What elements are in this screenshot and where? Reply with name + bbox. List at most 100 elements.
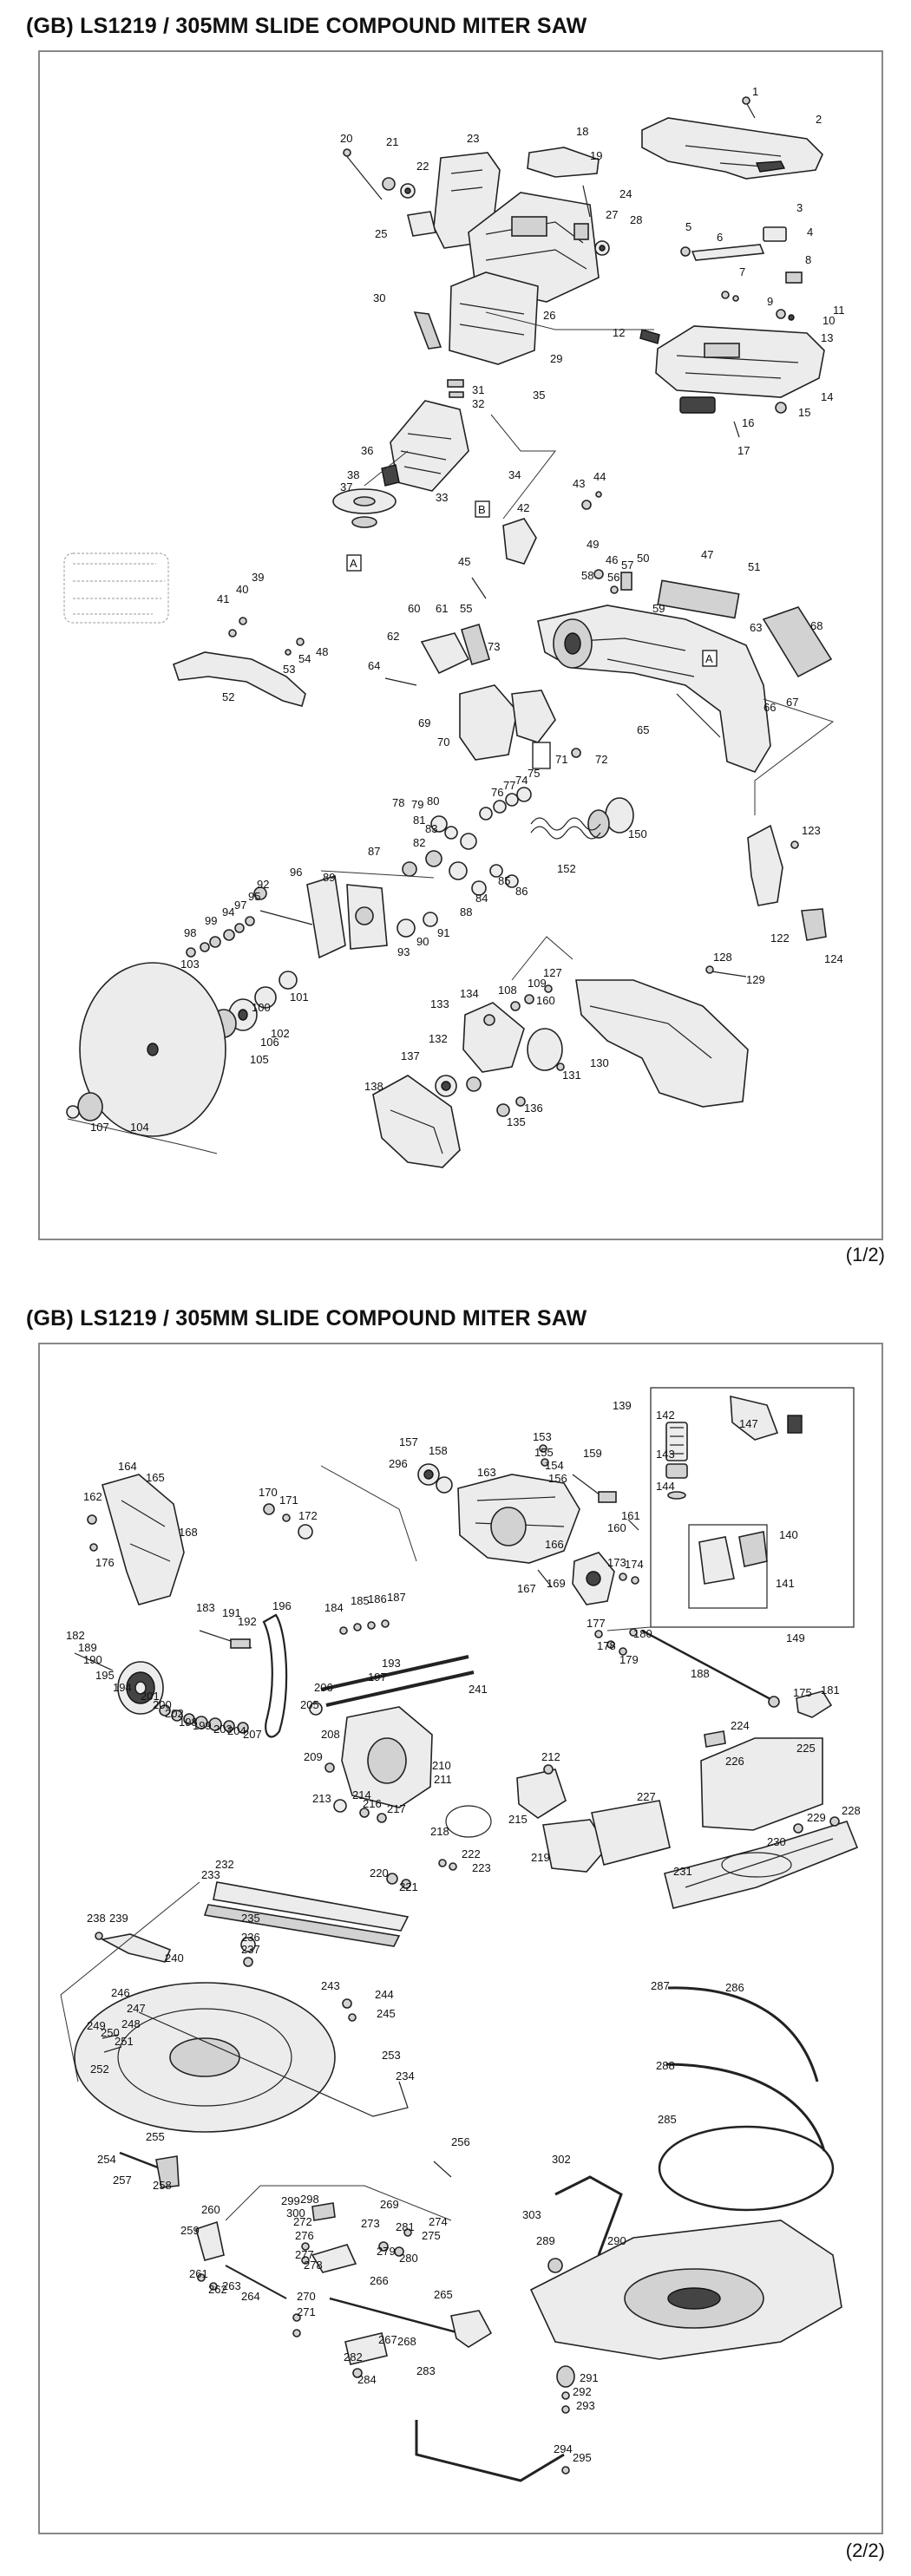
part-number-label: 63 bbox=[750, 621, 762, 634]
part-number-label: 192 bbox=[238, 1615, 257, 1628]
part-number-label: 16 bbox=[742, 416, 754, 429]
part-number-label: 220 bbox=[370, 1867, 389, 1880]
part-number-label: 150 bbox=[628, 827, 647, 840]
part-number-label: 88 bbox=[460, 906, 472, 919]
part-number-label: 258 bbox=[153, 2179, 172, 2192]
part-number-label: 1 bbox=[752, 85, 758, 98]
part-number-label: 259 bbox=[180, 2224, 200, 2237]
part-number-label: 59 bbox=[652, 602, 665, 615]
part-number-label: 211 bbox=[434, 1773, 452, 1786]
part-number-label: 109 bbox=[528, 977, 547, 990]
part-number-label: 234 bbox=[396, 2069, 415, 2082]
part-number-label: 105 bbox=[250, 1053, 269, 1066]
page1-artwork: A B A bbox=[63, 96, 835, 1168]
part-number-label: 38 bbox=[347, 468, 359, 481]
part-number-label: 74 bbox=[515, 774, 528, 787]
part-number-label: 277 bbox=[295, 2248, 314, 2261]
part-number-label: 290 bbox=[607, 2234, 626, 2247]
part-number-label: 36 bbox=[361, 444, 373, 457]
part-number-label: 141 bbox=[776, 1577, 795, 1590]
part-number-label: 137 bbox=[401, 1049, 420, 1062]
part-number-label: 275 bbox=[422, 2229, 441, 2242]
part-number-label: 199 bbox=[193, 1719, 212, 1732]
part-number-label: 237 bbox=[241, 1943, 260, 1956]
part-number-label: 180 bbox=[633, 1627, 652, 1640]
part-number-label: 241 bbox=[469, 1683, 488, 1696]
part-number-label: 303 bbox=[522, 2208, 541, 2221]
part-number-label: 78 bbox=[392, 796, 404, 809]
part-number-label: 284 bbox=[357, 2373, 377, 2386]
part-number-label: 188 bbox=[691, 1667, 710, 1680]
part-number-label: 26 bbox=[543, 309, 555, 322]
part-number-label: 102 bbox=[271, 1027, 290, 1040]
part-number-label: 86 bbox=[515, 885, 528, 898]
part-number-label: 269 bbox=[380, 2198, 399, 2211]
part-number-label: 193 bbox=[382, 1657, 401, 1670]
housing-part bbox=[655, 325, 825, 398]
part-number-label: 123 bbox=[802, 824, 821, 837]
part-number-label: 107 bbox=[90, 1121, 109, 1134]
part-number-label: 287 bbox=[651, 1979, 670, 1992]
part-number-label: 15 bbox=[798, 406, 810, 419]
part-number-label: 143 bbox=[656, 1448, 675, 1461]
part-number-label: 261 bbox=[189, 2267, 208, 2280]
part-number-label: 236 bbox=[241, 1931, 260, 1944]
part-number-label: 8 bbox=[805, 253, 811, 266]
part-number-label: 65 bbox=[637, 723, 649, 736]
part-number-label: 20 bbox=[340, 132, 352, 145]
part-number-label: 23 bbox=[467, 132, 479, 145]
part-number-label: 249 bbox=[87, 2019, 106, 2032]
part-number-label: 177 bbox=[587, 1617, 606, 1630]
part-number-label: 265 bbox=[434, 2288, 453, 2301]
part-number-label: 263 bbox=[222, 2279, 241, 2292]
part-number-label: 296 bbox=[389, 1457, 408, 1470]
part-number-label: 227 bbox=[637, 1790, 656, 1803]
part-number-label: 238 bbox=[87, 1912, 106, 1925]
part-number-label: 257 bbox=[113, 2174, 132, 2187]
page-title: (GB) LS1219 / 305MM SLIDE COMPOUND MITER… bbox=[26, 14, 587, 38]
part-number-label: 2 bbox=[816, 113, 822, 126]
part-number-label: 218 bbox=[430, 1825, 449, 1838]
part-number-label: 207 bbox=[243, 1728, 262, 1741]
page-title: (GB) LS1219 / 305MM SLIDE COMPOUND MITER… bbox=[26, 1306, 587, 1330]
part-number-label: 244 bbox=[375, 1988, 394, 2001]
diagram-frame bbox=[38, 1343, 883, 2534]
part-number-label: 73 bbox=[488, 640, 500, 653]
part-number-label: 156 bbox=[548, 1472, 567, 1485]
inset-box bbox=[650, 1387, 855, 1628]
part-number-label: 191 bbox=[222, 1606, 241, 1619]
part-number-label: 198 bbox=[179, 1716, 198, 1729]
part-number-label: 163 bbox=[477, 1466, 496, 1479]
part-number-label: 34 bbox=[508, 468, 521, 481]
page-number: (1/2) bbox=[845, 1244, 885, 1265]
part-number-label: 56 bbox=[607, 571, 619, 584]
part-number-label: 288 bbox=[656, 2059, 675, 2072]
part-number-label: 212 bbox=[541, 1750, 560, 1763]
part-number-label: 47 bbox=[701, 548, 713, 561]
part-number-label: 152 bbox=[557, 862, 576, 875]
part-number-label: 195 bbox=[95, 1669, 115, 1682]
part-number-label: 161 bbox=[621, 1509, 640, 1522]
part-number-label: 155 bbox=[534, 1446, 554, 1459]
part-number-label: 3 bbox=[796, 201, 803, 214]
part-number-label: 204 bbox=[227, 1724, 246, 1737]
part-number-label: 293 bbox=[576, 2399, 595, 2412]
part-number-label: 233 bbox=[201, 1868, 220, 1881]
part-number-label: 273 bbox=[361, 2217, 380, 2230]
part-number-label: 158 bbox=[429, 1444, 448, 1457]
part-number-label: 200 bbox=[153, 1698, 172, 1711]
part-number-label: 11 bbox=[833, 304, 845, 317]
part-number-label: 184 bbox=[324, 1601, 344, 1614]
part-number-label: 231 bbox=[673, 1865, 692, 1878]
part-number-label: 53 bbox=[283, 663, 295, 676]
part-number-label: 196 bbox=[272, 1599, 292, 1612]
part-number-label: 282 bbox=[344, 2350, 363, 2364]
part-number-label: 226 bbox=[725, 1755, 744, 1768]
part-number-label: 101 bbox=[290, 991, 309, 1004]
part-number-label: 221 bbox=[399, 1880, 418, 1893]
part-number-label: 13 bbox=[821, 331, 833, 344]
part-number-label: 100 bbox=[252, 1001, 271, 1014]
part-number-label: 80 bbox=[427, 794, 439, 807]
part-number-label: 271 bbox=[297, 2305, 316, 2318]
part-number-label: 54 bbox=[298, 652, 311, 665]
